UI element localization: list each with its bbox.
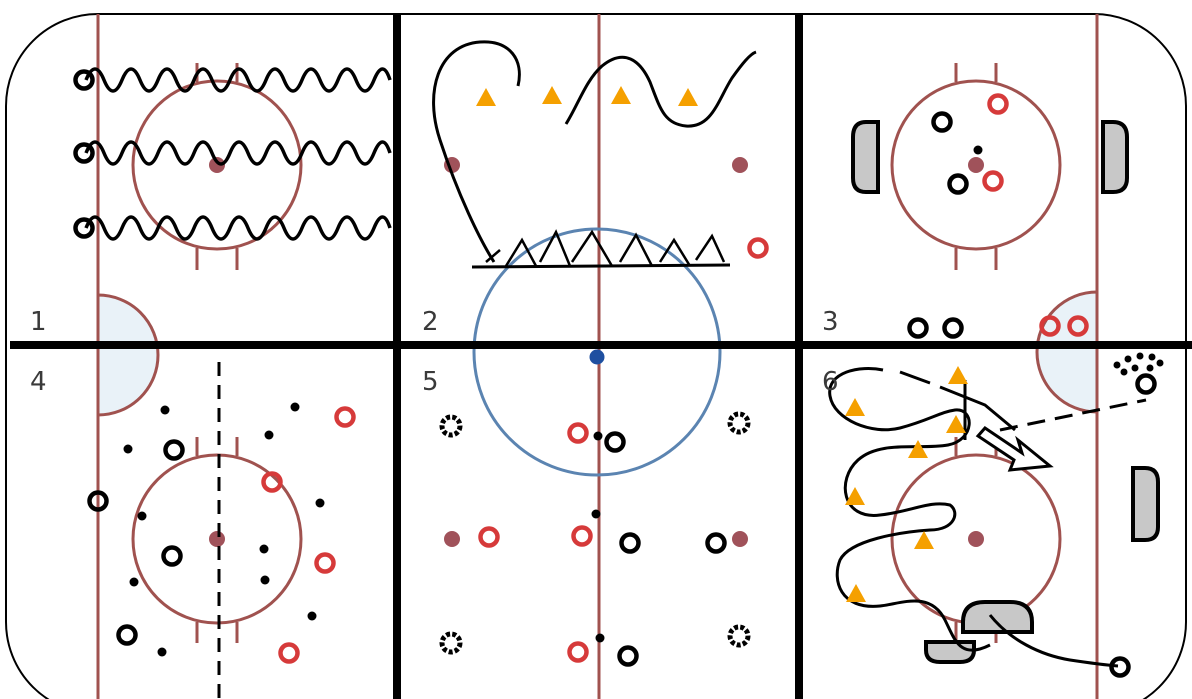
skating-arrow [975,426,1054,472]
panel-number: 4 [30,367,47,397]
skating-path [84,215,392,241]
crease-right [1035,290,1099,414]
skating-path [828,366,991,652]
panel-number: 1 [30,307,47,337]
faceoff-circles [131,63,1062,643]
skating-path [432,40,521,263]
panel-5 [442,349,748,665]
puck-icon [591,431,605,643]
panel-dividers [10,14,1192,699]
skating-path [899,370,1016,432]
panel-number: 6 [822,367,839,397]
puck-icon [973,145,983,155]
crease-left [96,293,160,417]
skating-path [84,140,392,166]
panel-number: 3 [822,307,839,337]
center-ice-circle [472,227,722,477]
puck-icon [1113,352,1164,376]
puck-icon [123,402,325,657]
panel-number: 5 [422,367,439,397]
panel-4 [90,362,354,699]
faceoff-dot-icon [209,157,984,547]
skating-path [471,263,731,269]
skating-path [564,50,757,128]
panel-number: 2 [422,307,439,337]
skating-path [485,229,726,267]
panel-1 [76,67,392,241]
panel-2 [432,40,767,269]
net-icon [851,120,1160,664]
skating-path [84,67,392,93]
skating-path [988,614,1119,668]
panel-6 [828,352,1164,676]
panel-3 [910,96,1087,337]
center-faceoff-dot-icon [589,349,605,365]
pass-line [999,398,1147,432]
